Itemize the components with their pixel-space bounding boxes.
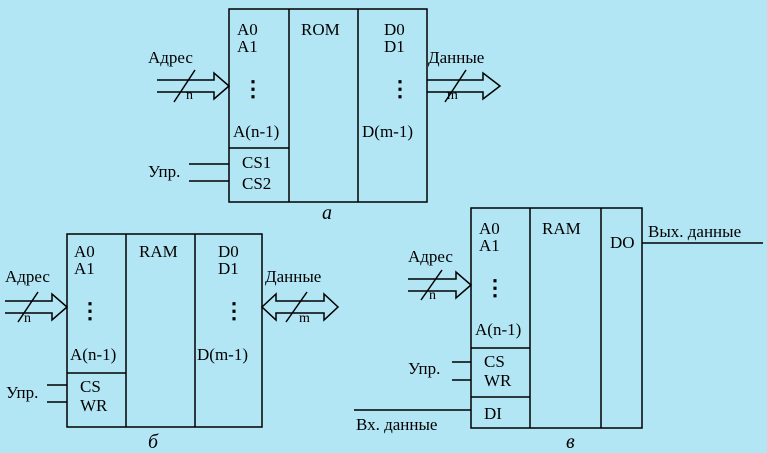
rom-data-bus-width: m [447, 88, 458, 103]
rom-addr-line-0: A0 [237, 20, 258, 39]
ram-b-addr-dots: ⋮ [79, 298, 101, 323]
ram-b-center-label: RAM [139, 242, 178, 261]
ram-c-addr-bus-arrow [408, 270, 473, 300]
rom-data-last: D(m-1) [362, 122, 413, 141]
rom-data-bus-slash [444, 69, 467, 103]
ram-c-addr-dots: ⋮ [484, 275, 506, 300]
ram-c-addr-last: A(n-1) [475, 320, 521, 339]
ram-c-ctrl-line-1: WR [484, 371, 512, 390]
rom-caption: а [322, 202, 332, 224]
ram-c-in-label: Вх. данные [356, 415, 437, 434]
ram-b-data-dots: ⋮ [223, 298, 245, 323]
ram-c-data-out-cell: DO [610, 233, 635, 252]
rom-addr-bus-slash [173, 69, 196, 103]
rom-ctrl-line-1: CS2 [242, 174, 271, 193]
rom-addr-bus-arrow [157, 71, 231, 101]
ram-b-data-bus-width: m [299, 311, 310, 326]
ram-c-addr-bus-slash [420, 269, 443, 301]
rom-data-bus-arrow [427, 71, 502, 101]
ram-c-addr-line-0: A0 [479, 219, 500, 238]
rom-addr-dots: ⋮ [242, 76, 264, 101]
ram-b-addr-line-0: A0 [74, 242, 95, 261]
ram-c-out-label: Вых. данные [648, 222, 741, 241]
ram-b-data-line-1: D1 [218, 259, 239, 278]
ram-b-data-bus-arrow [260, 292, 340, 322]
ram-b-addr-line-1: A1 [74, 259, 95, 278]
ram-b-ctrl-line-1: WR [80, 396, 108, 415]
diagram-a: A0 A1 ⋮ A(n-1) CS1 CS2 ROM D0 D1 ⋮ D(m-1… [148, 8, 502, 224]
ram-b-addr-bus-slash [17, 291, 39, 323]
ram-c-center-label: RAM [542, 219, 581, 238]
ram-c-chip-outline [470, 207, 643, 429]
ram-b-data-line-0: D0 [218, 242, 239, 261]
ram-b-addr-bus-label: Адрес [5, 267, 50, 286]
ram-b-ctrl-line-0: CS [80, 377, 101, 396]
ram-b-data-bus-label: Данные [265, 267, 321, 286]
ram-b-caption: б [148, 431, 159, 453]
rom-addr-line-1: A1 [237, 37, 258, 56]
ram-b-addr-bus-arrow [5, 292, 69, 322]
ram-c-data-in-cell: DI [484, 404, 502, 423]
ram-b-addr-bus-width: n [24, 311, 31, 326]
rom-addr-last: A(n-1) [233, 122, 279, 141]
ram-b-data-last: D(m-1) [197, 345, 248, 364]
rom-data-bus-label: Данные [428, 48, 484, 67]
ram-c-ctrl-line-0: CS [484, 352, 505, 371]
rom-data-line-0: D0 [384, 20, 405, 39]
ram-b-addr-last: A(n-1) [70, 345, 116, 364]
rom-data-dots: ⋮ [389, 76, 411, 101]
ram-b-chip-outline [66, 233, 263, 428]
diagram-b: A0 A1 ⋮ A(n-1) CS WR RAM D0 D1 ⋮ D(m-1) … [5, 233, 340, 453]
rom-addr-bus-label: Адрес [148, 48, 193, 67]
diagram-c: A0 A1 ⋮ A(n-1) CS WR DI RAM DO Вых. данн… [354, 207, 763, 453]
ram-c-addr-bus-width: n [429, 288, 436, 303]
ram-b-ctrl-label: Упр. [6, 383, 38, 402]
ram-c-ctrl-label: Упр. [408, 359, 440, 378]
ram-b-data-bus-slash [285, 291, 308, 323]
ram-c-caption: в [566, 431, 575, 453]
rom-ctrl-label: Упр. [148, 162, 180, 181]
rom-addr-bus-width: n [186, 88, 193, 103]
rom-data-line-1: D1 [384, 37, 405, 56]
rom-ctrl-line-0: CS1 [242, 153, 271, 172]
rom-center-label: ROM [301, 20, 340, 39]
ram-c-addr-bus-label: Адрес [408, 247, 453, 266]
ram-c-addr-line-1: A1 [479, 236, 500, 255]
rom-chip-outline [228, 8, 428, 203]
